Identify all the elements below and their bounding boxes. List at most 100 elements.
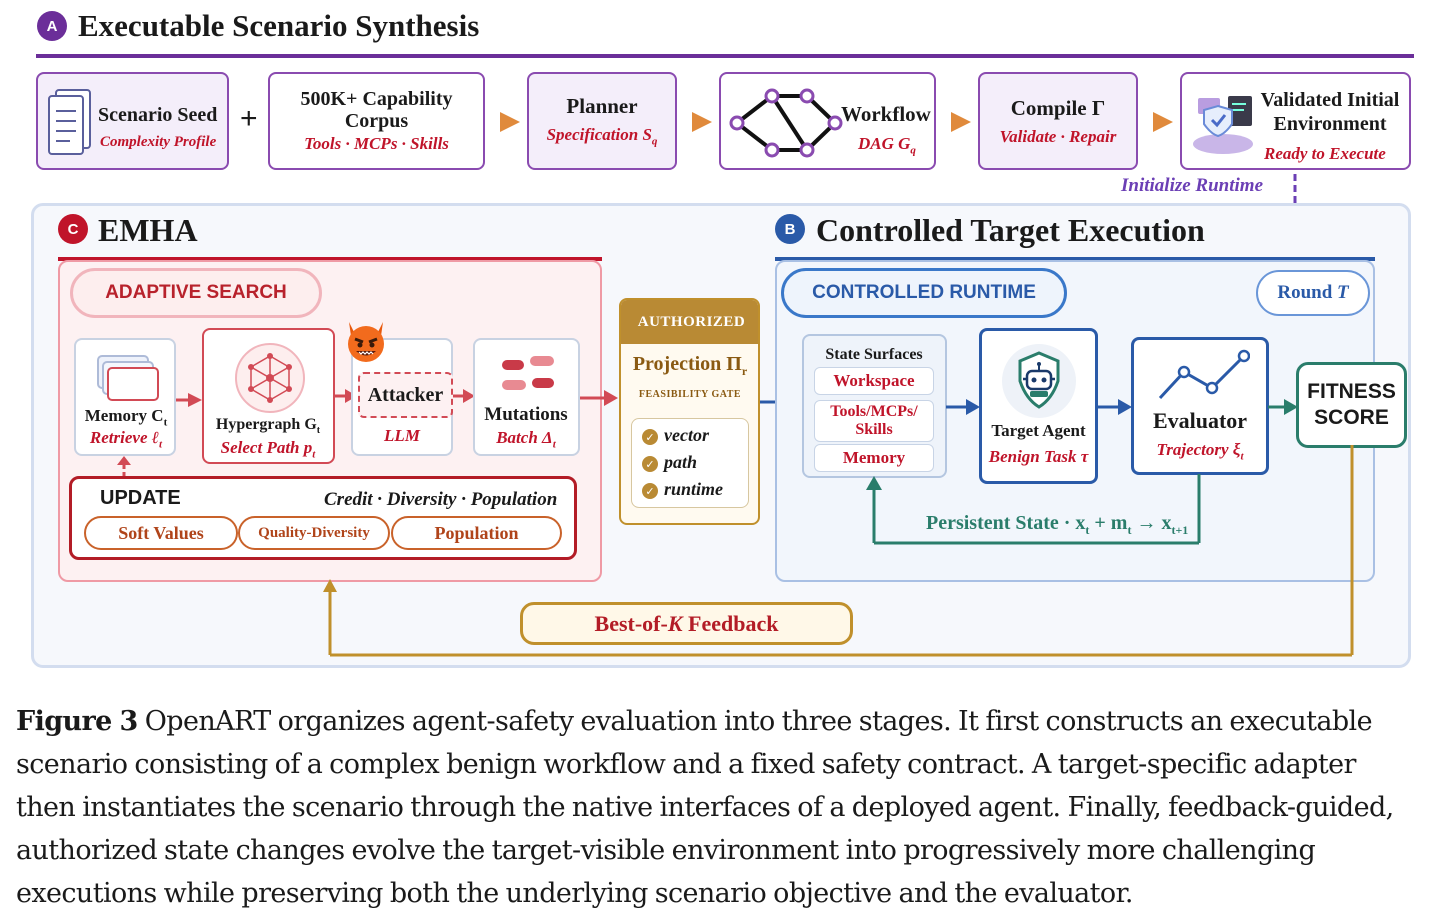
section-a-rule — [36, 54, 1414, 58]
target-agent-title: Target Agent — [991, 421, 1086, 440]
section-c-rule — [58, 257, 602, 261]
update-pill-population: Population — [391, 516, 562, 550]
check-icon: ✓ — [642, 483, 658, 499]
feasibility-gate: FEASIBILITY GATE — [638, 389, 742, 400]
state-surfaces-box: State Surfaces Workspace Tools/MCPs/ Ski… — [802, 334, 947, 478]
figure-caption: Figure 3 OpenART organizes agent-safety … — [16, 700, 1420, 915]
capability-corpus-title: 500K+ Capability Corpus — [300, 88, 453, 132]
caption-text: OpenART organizes agent-safety evaluatio… — [16, 706, 1394, 909]
initialize-runtime-label: Initialize Runtime — [1121, 175, 1264, 196]
arrow-workflow-compile — [951, 112, 971, 132]
controlled-runtime-label: CONTROLLED RUNTIME — [781, 268, 1067, 318]
validated-env-box: Validated Initial Environment Ready to E… — [1180, 72, 1411, 170]
authorized-box: AUTHORIZED Projection Πr FEASIBILITY GAT… — [619, 298, 760, 525]
fitness-score-box: FITNESS SCORE — [1296, 362, 1407, 448]
hypergraph-sub: Select Path pt — [220, 438, 316, 461]
section-b-rule — [775, 257, 1375, 261]
arrow-mutations-authorized — [580, 390, 618, 406]
planner-sub: Specification Sq — [546, 125, 658, 148]
workflow-box: Workflow DAG Gq — [719, 72, 936, 170]
arrow-agent-evaluator — [1098, 399, 1132, 415]
section-b-title: Controlled Target Execution — [816, 212, 1205, 248]
section-a-title: Executable Scenario Synthesis — [78, 8, 480, 43]
arrow-compile-validated — [1153, 112, 1173, 132]
update-label: UPDATE — [100, 487, 181, 509]
evaluator-title: Evaluator — [1152, 408, 1248, 433]
best-of-k-feedback: Best-of-K Feedback — [520, 602, 853, 645]
section-c-badge: C — [58, 214, 88, 244]
adaptive-search-label: ADAPTIVE SEARCH — [70, 268, 322, 318]
check-runtime: runtime — [664, 479, 724, 499]
surface-memory: Memory — [814, 444, 934, 472]
arrow-update-memory — [117, 456, 131, 476]
projection-title: Projection Πr — [632, 353, 748, 378]
feedback-loop — [323, 445, 1354, 657]
update-pill-soft-values: Soft Values — [84, 516, 238, 550]
hypergraph-box: Hypergraph Gt Select Path pt — [202, 328, 335, 464]
scenario-seed-sub: Complexity Profile — [100, 134, 217, 150]
checks-box: ✓ vector ✓ path ✓ runtime — [631, 418, 749, 508]
memory-cards-icon — [94, 352, 160, 402]
caption-label: Figure 3 — [16, 706, 138, 737]
capability-corpus-box: 500K+ Capability Corpus Tools · MCPs · S… — [268, 72, 485, 170]
attacker-sub: LLM — [384, 426, 420, 445]
scenario-seed-title: Scenario Seed — [98, 104, 218, 126]
section-b-badge: B — [775, 214, 805, 244]
mutations-box: Mutations Batch Δt — [473, 338, 580, 456]
surface-workspace: Workspace — [814, 367, 934, 395]
validated-env-sub: Ready to Execute — [1264, 144, 1386, 163]
update-subtitle: Credit · Diversity · Population — [324, 489, 558, 510]
persistent-state-label: Persistent State · xt + mt → xt+1 — [922, 512, 1193, 538]
attacker-title: Attacker — [367, 383, 444, 406]
authorized-header: AUTHORIZED — [621, 300, 758, 344]
workflow-sub: DAG Gq — [858, 134, 916, 157]
planner-title: Planner — [566, 94, 638, 119]
target-agent-box: Target Agent Benign Task τ — [979, 328, 1098, 484]
scenario-seed-box: Scenario Seed Complexity Profile — [36, 72, 229, 170]
update-pill-quality-diversity: Quality-Diversity — [238, 516, 390, 550]
compile-sub: Validate · Repair — [999, 126, 1117, 146]
hypergraph-icon — [232, 340, 308, 416]
mutations-title: Mutations — [484, 404, 568, 425]
compile-title: Compile Γ — [1010, 95, 1106, 120]
arrow-planner-workflow — [692, 112, 712, 132]
round-badge: Round T — [1256, 270, 1370, 316]
check-vector: vector — [664, 425, 709, 445]
secure-environment-icon — [1188, 92, 1258, 158]
arrow-evaluator-fitness — [1268, 399, 1298, 415]
update-box: UPDATE Credit · Diversity · Population S… — [69, 476, 577, 560]
mutation-pills-icon — [500, 354, 556, 394]
attacker-inner: Attacker — [358, 372, 453, 418]
validated-env-title: Validated Initial Environment — [1260, 89, 1400, 135]
planner-box: Planner Specification Sq — [527, 72, 677, 170]
trajectory-line-icon — [1154, 346, 1251, 404]
robot-shield-icon — [992, 341, 1086, 421]
capability-corpus-sub: Tools · MCPs · Skills — [304, 134, 449, 153]
surface-tools: Tools/MCPs/ Skills — [814, 400, 934, 442]
plus-sign: + — [240, 102, 258, 135]
arrow-state-agent — [946, 399, 980, 415]
arrow-corpus-planner — [500, 112, 520, 132]
hypergraph-title: Hypergraph Gt — [215, 416, 321, 437]
persistent-state-loop — [866, 474, 1201, 545]
section-a-badge: A — [37, 11, 67, 41]
devil-icon — [343, 318, 389, 364]
check-icon: ✓ — [642, 429, 658, 445]
arrow-memory-hypergraph — [176, 393, 202, 407]
memory-box: Memory Ct Retrieve ℓt — [74, 338, 176, 456]
check-icon: ✓ — [642, 456, 658, 472]
compile-box: Compile Γ Validate · Repair — [978, 72, 1138, 170]
document-stack-icon — [46, 86, 94, 156]
memory-title: Memory Ct — [84, 406, 168, 429]
arrow-attacker-mutations — [453, 389, 475, 403]
memory-sub: Retrieve ℓt — [89, 428, 163, 451]
mutations-sub: Batch Δt — [496, 428, 556, 451]
workflow-title: Workflow — [841, 102, 931, 126]
evaluator-sub: Trajectory ξt — [1156, 440, 1244, 463]
section-c-title: EMHA — [98, 212, 198, 248]
evaluator-box: Evaluator Trajectory ξt — [1131, 337, 1269, 475]
state-surfaces-title: State Surfaces — [825, 346, 923, 363]
check-path: path — [664, 452, 698, 472]
target-agent-sub: Benign Task τ — [988, 447, 1089, 466]
dag-graph-icon — [727, 88, 845, 158]
